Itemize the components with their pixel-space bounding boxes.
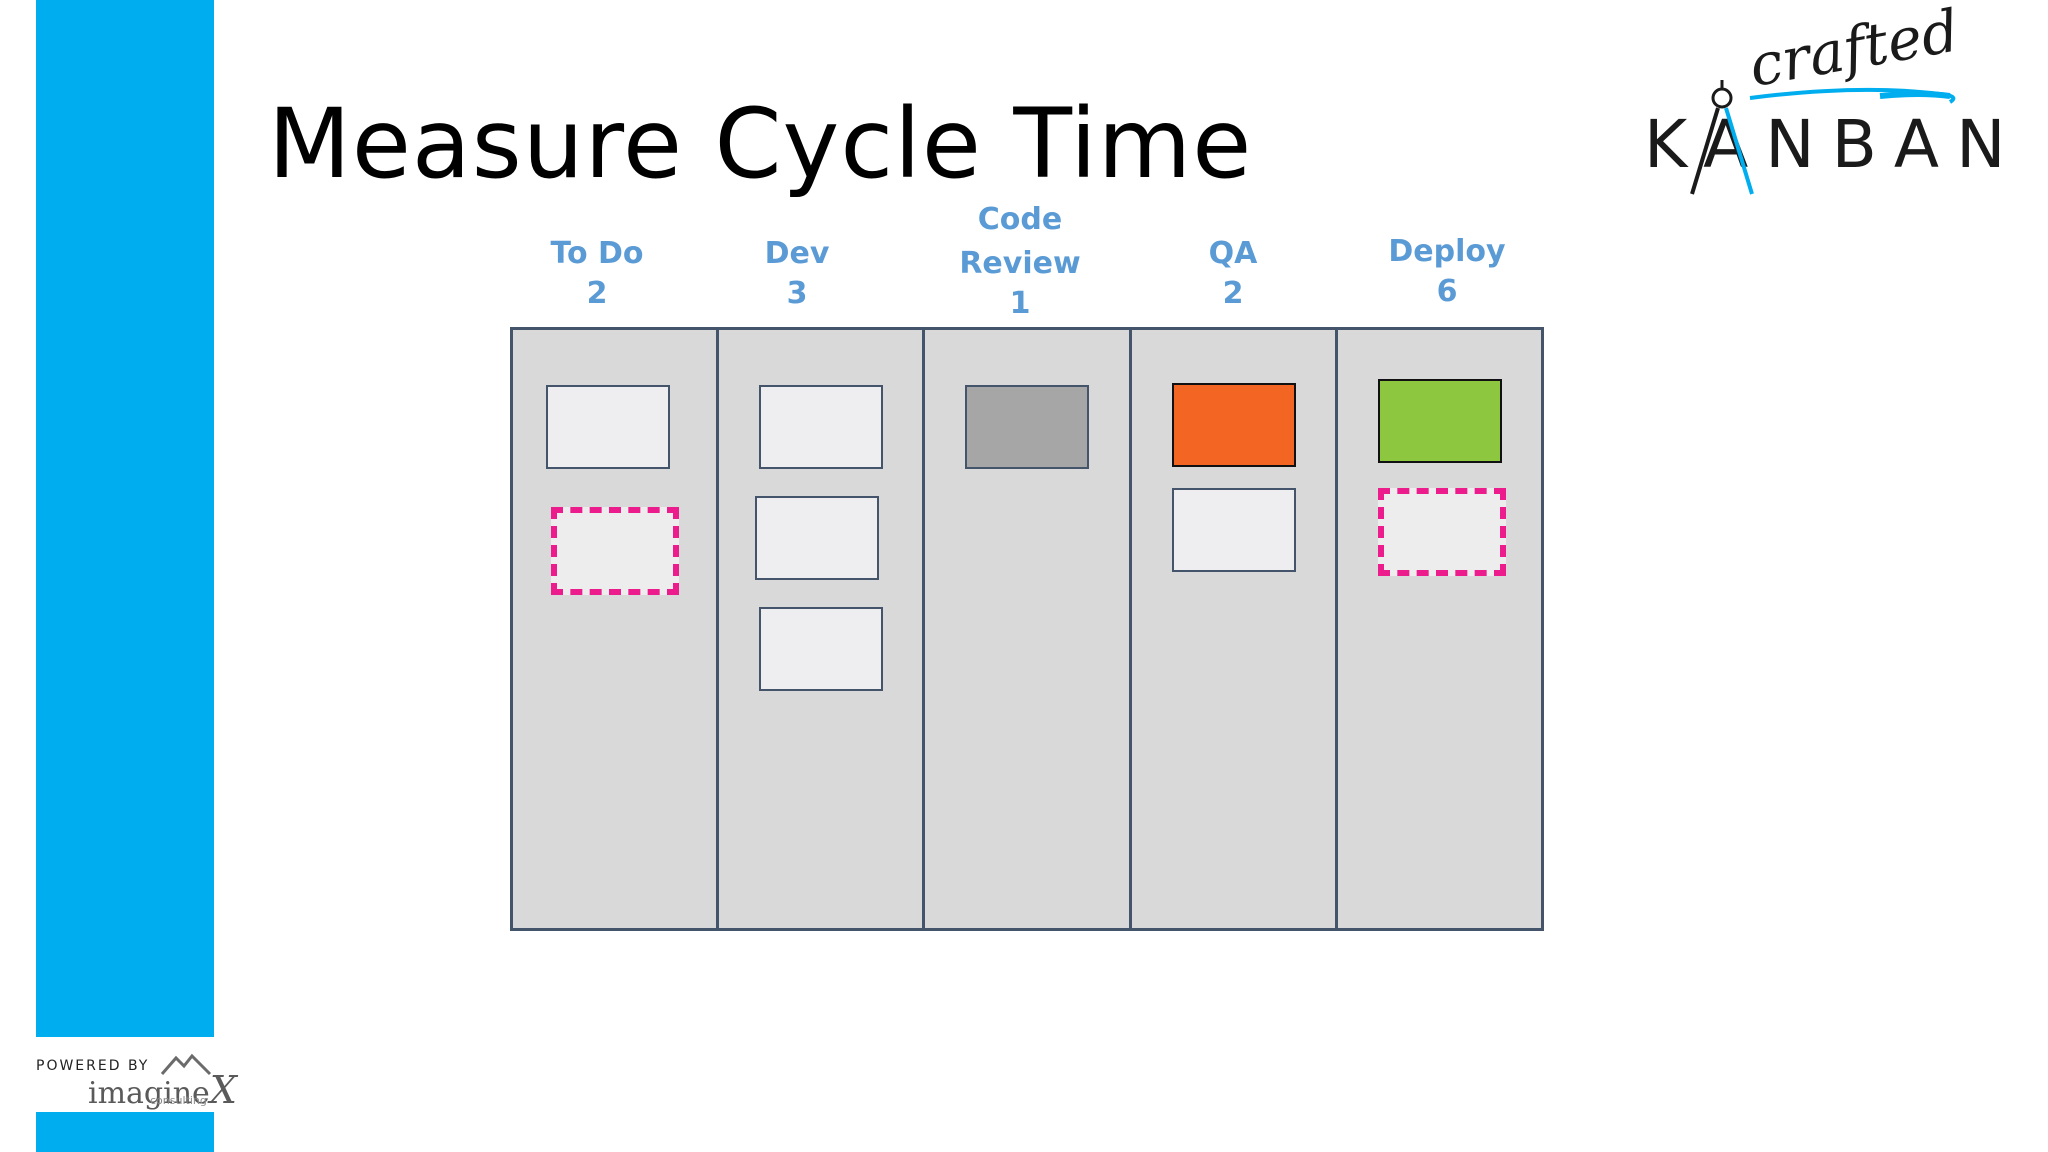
work-item-card[interactable]	[759, 607, 884, 691]
column-todo	[513, 330, 720, 928]
column-name-line1: Code	[977, 202, 1063, 237]
work-item-card[interactable]	[759, 385, 884, 469]
compass-icon	[1690, 80, 1754, 195]
kanban-board	[510, 327, 1544, 931]
new-work-item-card[interactable]	[551, 507, 679, 595]
column-name: QA	[1208, 236, 1258, 271]
imaginex-sub-label: consulting	[150, 1094, 207, 1107]
column-name: Deploy	[1388, 234, 1506, 269]
mountain-icon	[160, 1053, 212, 1076]
wip-limit: 1	[1009, 286, 1031, 321]
imaginex-brand: imagine	[88, 1076, 210, 1111]
wip-limit: 3	[786, 276, 808, 311]
wip-limit: 2	[586, 276, 608, 311]
column-deploy	[1337, 330, 1542, 928]
column-header-qa: QA 2	[1133, 234, 1333, 314]
work-item-card[interactable]	[755, 496, 880, 580]
column-header-code-review: Code Review 1	[920, 200, 1120, 324]
powered-by-label: POWERED BY	[36, 1058, 150, 1074]
work-item-card[interactable]	[1171, 383, 1296, 467]
logo-word-text: KANBAN	[1644, 106, 2023, 183]
imaginex-mark: X	[209, 1068, 237, 1112]
work-item-card[interactable]	[965, 385, 1090, 469]
logo-swoosh-icon	[1749, 87, 1956, 104]
crafted-kanban-logo: crafted KANBAN	[1640, 0, 2023, 206]
work-item-card[interactable]	[1171, 488, 1296, 572]
column-header-deploy: Deploy 6	[1347, 232, 1547, 312]
column-header-dev: Dev 3	[697, 234, 897, 314]
work-item-card[interactable]	[1377, 379, 1502, 463]
column-name: To Do	[550, 236, 644, 271]
accent-bar-bottom	[36, 1112, 214, 1152]
column-dev	[719, 330, 926, 928]
new-work-item-card[interactable]	[1377, 488, 1506, 576]
column-code-review	[925, 330, 1132, 928]
wip-limit: 2	[1222, 276, 1244, 311]
column-qa	[1131, 330, 1338, 928]
wip-limit: 6	[1436, 274, 1458, 309]
column-name-line2: Review	[959, 246, 1081, 281]
work-item-card[interactable]	[546, 385, 670, 469]
column-name: Dev	[764, 236, 830, 271]
column-header-todo: To Do 2	[497, 234, 697, 314]
imaginex-logo: imagineX	[88, 1068, 237, 1112]
accent-bar-top	[36, 0, 214, 1037]
slide-title: Measure Cycle Time	[268, 88, 1253, 200]
